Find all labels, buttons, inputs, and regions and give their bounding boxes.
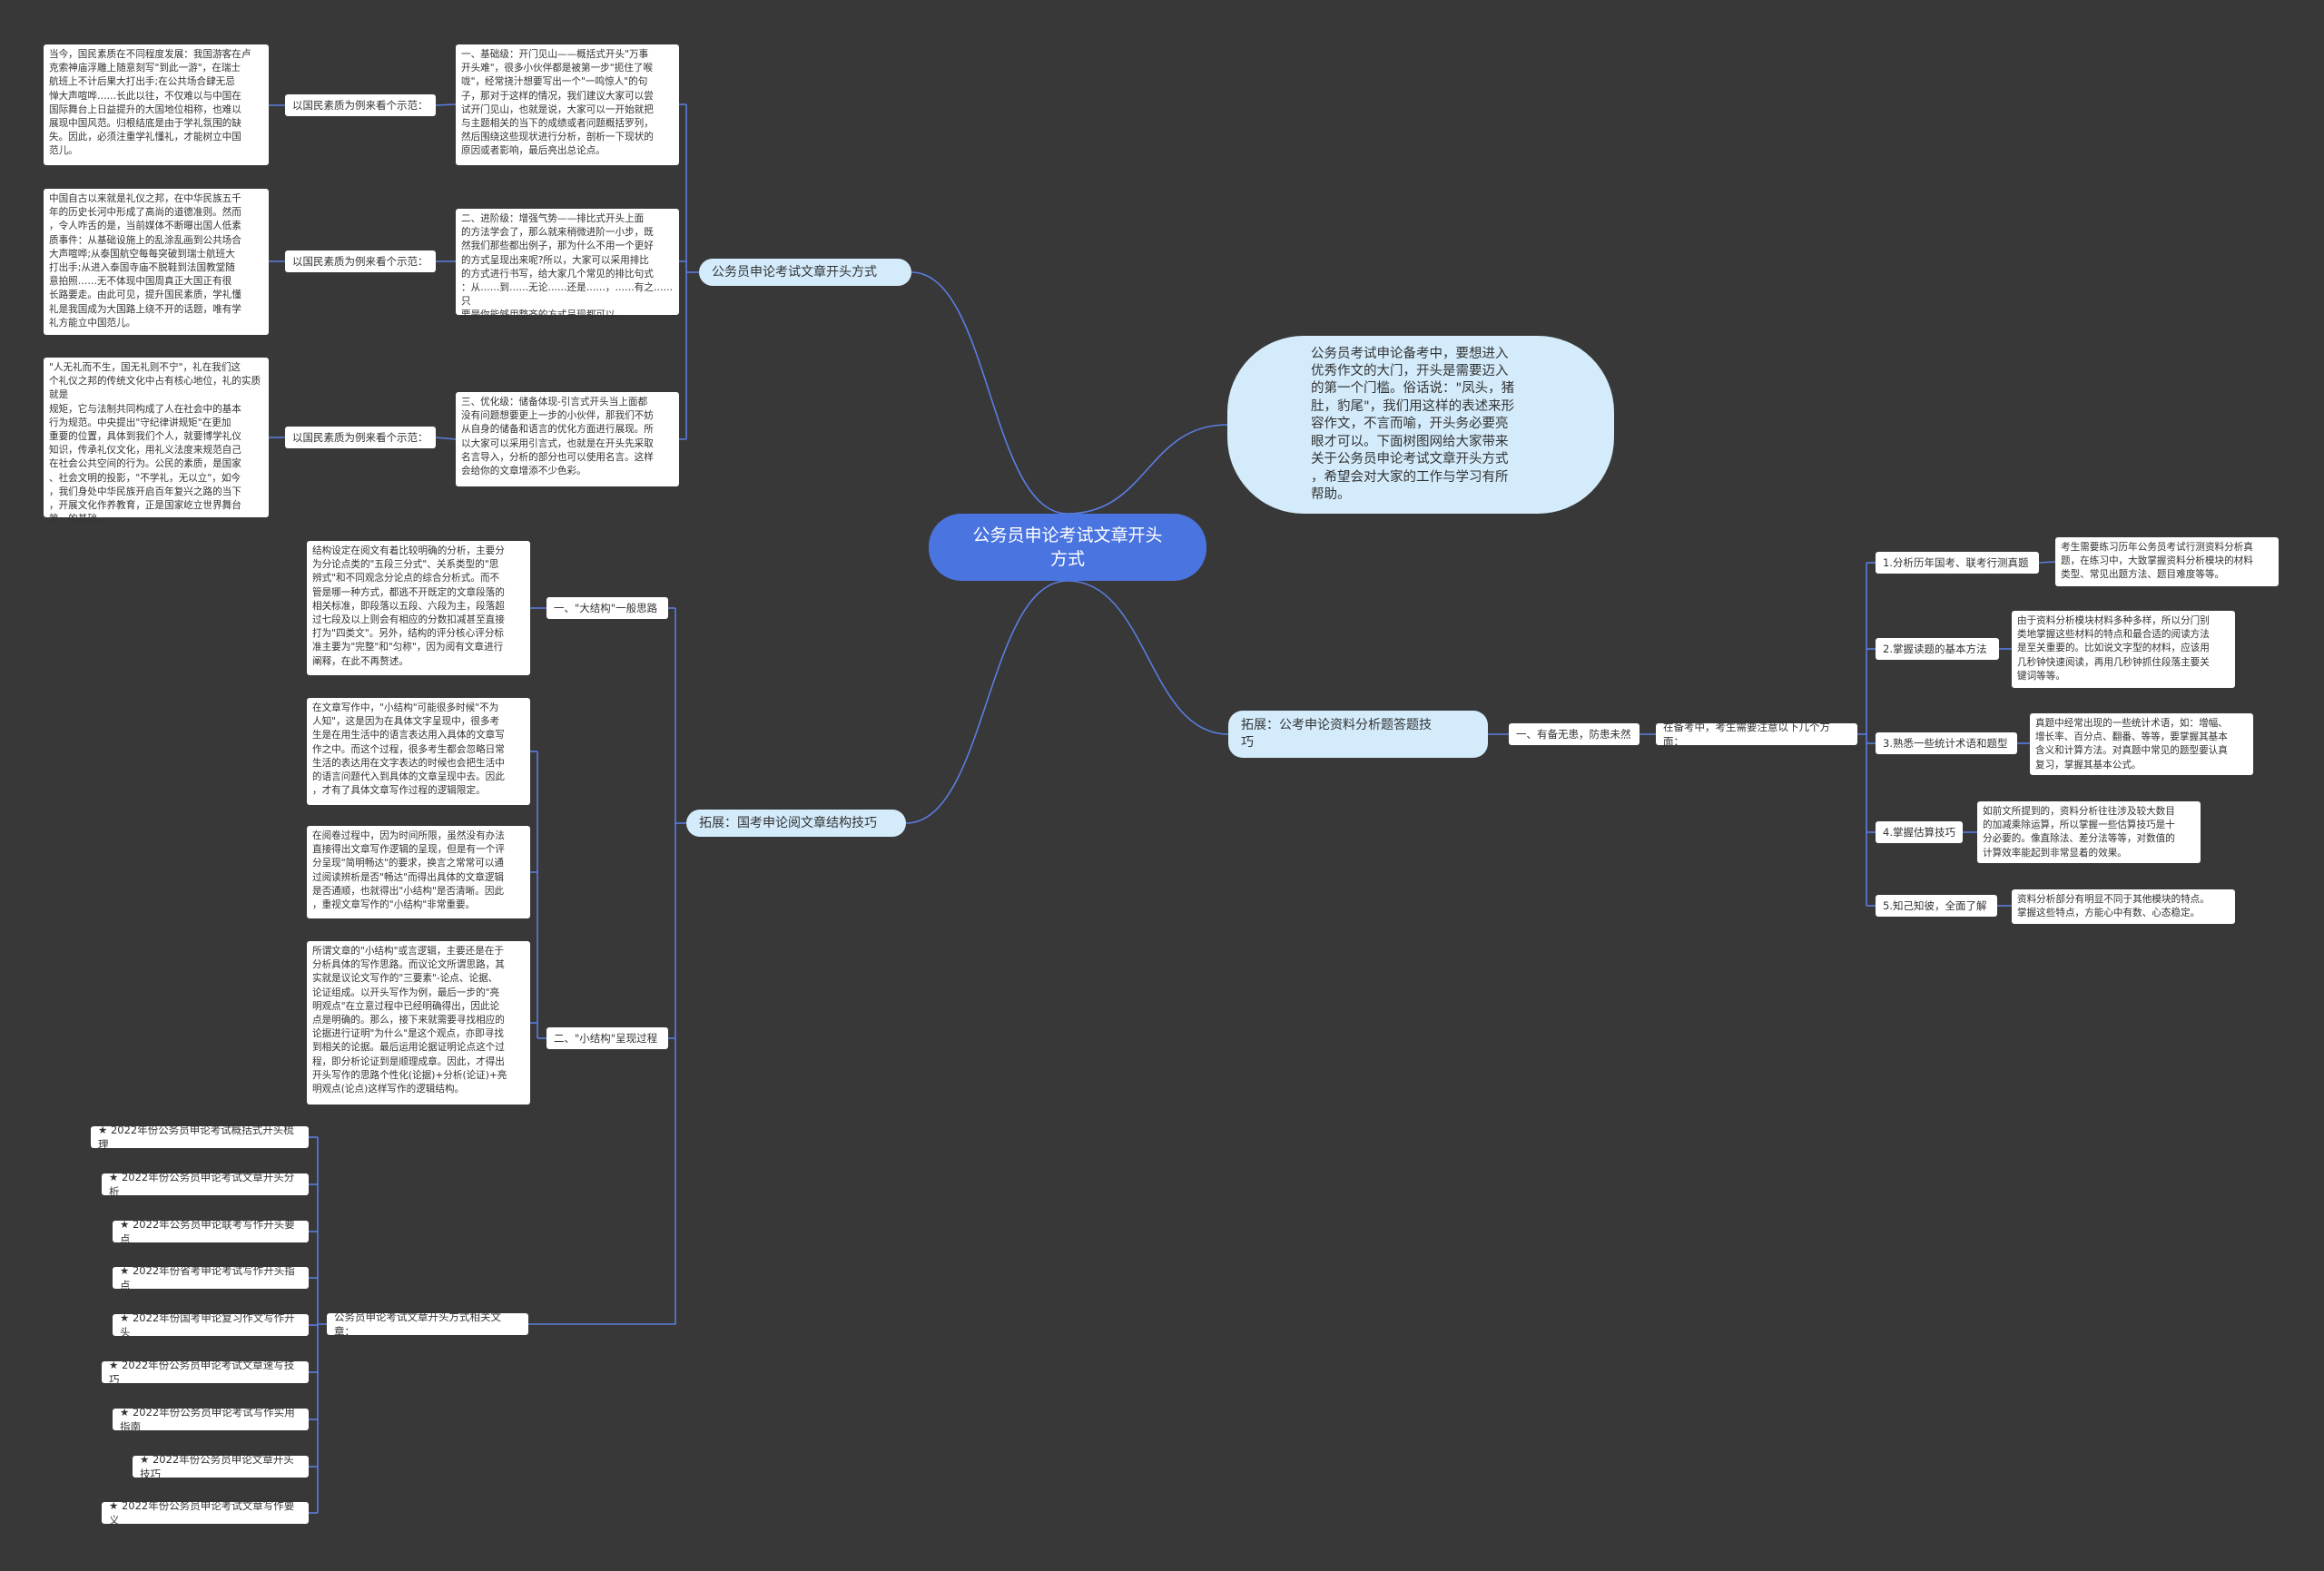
tip-detail-3-text: 真题中经常出现的一些统计术语，如：增幅、 增长率、百分点、翻番、等等，要掌握其基… bbox=[2035, 718, 2228, 771]
tip-label-1[interactable]: 1.分析历年国考、联考行测真题 bbox=[1876, 552, 2039, 574]
branch-structure[interactable]: 拓展：国考申论阅文章结构技巧 bbox=[686, 810, 906, 837]
related-link-6-text: ★ 2022年份公务员申论考试文章速写技巧 bbox=[109, 1359, 295, 1386]
related-link-8-text: ★ 2022年份公务员申论文章开头技巧 bbox=[140, 1453, 294, 1480]
connector-line-20 bbox=[528, 1038, 676, 1325]
related-link-5-text: ★ 2022年份国考申论复习作文写作开头 bbox=[120, 1311, 295, 1339]
tip-label-2[interactable]: 2.掌握读题的基本方法 bbox=[1876, 638, 1999, 660]
tip-detail-4-text: 如前文所提到的，资料分析往往涉及较大数目 的加减乘除运算，所以掌握一些估算技巧是… bbox=[1983, 806, 2175, 859]
small-structure-text-3: 所谓文章的"小结构"或言逻辑，主要还是在于 分析具体的写作思路。而议论文所谓思路… bbox=[312, 946, 507, 1095]
example-label-1[interactable]: 以国民素质为例来看个示范： bbox=[285, 94, 436, 116]
data-step-prepare[interactable]: 一、有备无患，防患未然 bbox=[1509, 723, 1640, 745]
related-link-9[interactable]: ★ 2022年份公务员申论考试文章写作要义 bbox=[102, 1499, 309, 1527]
group-small-structure-text: 二、"小结构"呈现过程 bbox=[554, 1032, 658, 1045]
tip-label-3-text: 3.熟悉一些统计术语和题型 bbox=[1883, 737, 2008, 750]
example-card-1-text: 当今，国民素质在不同程度发展：我国游客在卢 克索神庙浮雕上随意刻写"到此一游"，… bbox=[49, 49, 251, 157]
connector-line-4 bbox=[1067, 580, 1229, 735]
tip-label-4-text: 4.掌握估算技巧 bbox=[1883, 826, 1955, 839]
tip-detail-5-text: 资料分析部分有明显不同于其他模块的特点。 掌握这些特点，方能心中有数、心态稳定。 bbox=[2017, 894, 2210, 919]
related-link-5[interactable]: ★ 2022年份国考申论复习作文写作开头 bbox=[113, 1311, 309, 1339]
small-structure-card-1[interactable]: 在文章写作中，"小结构"可能很多时候"不为 人知"，这是因为在具体文字呈现中，很… bbox=[307, 698, 530, 805]
branch-data-analysis[interactable]: 拓展：公考申论资料分析题答题技 巧 bbox=[1228, 711, 1488, 758]
step-advanced-text: 二、进阶级：增强气势——排比式开头上面 的方法学会了，那么就来稍微进阶一小步，既… bbox=[461, 213, 674, 321]
related-link-2-text: ★ 2022年份公务员申论考试文章开头分析 bbox=[109, 1171, 295, 1198]
example-card-2-text: 中国自古以来就是礼仪之邦，在中华民族五千 年的历史长河中形成了高尚的道德准则。然… bbox=[49, 193, 241, 329]
step-basic-text: 一、基础级：开门见山——概括式开头"万事 开头难"，很多小伙伴都是被第一步"扼住… bbox=[461, 49, 654, 157]
group-small-structure[interactable]: 二、"小结构"呈现过程 bbox=[547, 1027, 668, 1049]
group-related-articles[interactable]: 公务员申论考试文章开头方式相关文章： bbox=[327, 1311, 528, 1338]
example-label-3-text: 以国民素质为例来看个示范： bbox=[292, 431, 428, 444]
branch-data-title: 拓展：公考申论资料分析题答题技 巧 bbox=[1241, 718, 1432, 750]
example-label-1-text: 以国民素质为例来看个示范： bbox=[292, 99, 428, 112]
data-step-aspects-text: 在备考中，考生需要注意以下几个方面： bbox=[1663, 721, 1830, 748]
step-optimized-card[interactable]: 三、优化级：储备体现-引言式开头当上面都 没有问题想要更上一步的小伙伴，那我们不… bbox=[456, 392, 679, 486]
tip-label-1-text: 1.分析历年国考、联考行测真题 bbox=[1883, 556, 2029, 569]
example-label-2-text: 以国民素质为例来看个示范： bbox=[292, 255, 428, 268]
related-link-6[interactable]: ★ 2022年份公务员申论考试文章速写技巧 bbox=[102, 1359, 309, 1386]
tip-label-3[interactable]: 3.熟悉一些统计术语和题型 bbox=[1876, 732, 2017, 754]
tip-detail-4[interactable]: 如前文所提到的，资料分析往往涉及较大数目 的加减乘除运算，所以掌握一些估算技巧是… bbox=[1977, 801, 2201, 863]
tip-detail-2[interactable]: 由于资料分析模块材料多种多样，所以分门别 类地掌握这些材料的特点和最合适的阅读方… bbox=[2012, 611, 2235, 688]
related-link-1[interactable]: ★ 2022年份公务员申论考试概括式开头梳理 bbox=[91, 1124, 309, 1151]
tip-detail-1[interactable]: 考生需要练习历年公务员考试行测资料分析真 题，在练习中，大致掌握资料分析模块的材… bbox=[2055, 537, 2279, 586]
step-optimized-text: 三、优化级：储备体现-引言式开头当上面都 没有问题想要更上一步的小伙伴，那我们不… bbox=[461, 397, 654, 477]
tip-label-4[interactable]: 4.掌握估算技巧 bbox=[1876, 821, 1963, 843]
group-related-articles-text: 公务员申论考试文章开头方式相关文章： bbox=[334, 1311, 501, 1338]
example-card-1[interactable]: 当今，国民素质在不同程度发展：我国游客在卢 克索神庙浮雕上随意刻写"到此一游"，… bbox=[44, 44, 269, 165]
connector-line-1 bbox=[911, 271, 1068, 515]
example-card-2[interactable]: 中国自古以来就是礼仪之邦，在中华民族五千 年的历史长河中形成了高尚的道德准则。然… bbox=[44, 189, 269, 335]
data-step-aspects[interactable]: 在备考中，考生需要注意以下几个方面： bbox=[1656, 721, 1857, 748]
big-structure-card[interactable]: 结构设定在阅文有着比较明确的分析，主要分 为分论点类的"五段三分式"、关系类型的… bbox=[307, 541, 530, 675]
related-link-8[interactable]: ★ 2022年份公务员申论文章开头技巧 bbox=[133, 1453, 309, 1480]
small-structure-card-3[interactable]: 所谓文章的"小结构"或言逻辑，主要还是在于 分析具体的写作思路。而议论文所谓思路… bbox=[307, 941, 530, 1105]
group-big-structure-text: 一、"大结构"一般思路 bbox=[554, 602, 658, 614]
small-structure-text-2: 在阅卷过程中，因为时间所限，虽然没有办法 直接得出文章写作逻辑的呈现，但是有一个… bbox=[312, 830, 505, 911]
step-advanced-card[interactable]: 二、进阶级：增强气势——排比式开头上面 的方法学会了，那么就来稍微进阶一小步，既… bbox=[456, 209, 679, 320]
connector-line-3 bbox=[1067, 424, 1228, 515]
branch-opening-methods[interactable]: 公务员申论考试文章开头方式 bbox=[699, 259, 911, 286]
related-link-7-text: ★ 2022年份公务员申论考试写作实用指南 bbox=[120, 1406, 295, 1433]
tip-detail-3[interactable]: 真题中经常出现的一些统计术语，如：增幅、 增长率、百分点、翻番、等等，要掌握其基… bbox=[2030, 713, 2253, 775]
root-title: 公务员申论考试文章开头 方式 bbox=[972, 525, 1163, 569]
tip-detail-1-text: 考生需要练习历年公务员考试行测资料分析真 题，在练习中，大致掌握资料分析模块的材… bbox=[2061, 542, 2253, 581]
related-link-3[interactable]: ★ 2022年公务员申论联考写作开头要点 bbox=[113, 1218, 309, 1245]
connector-line-47 bbox=[2038, 561, 2056, 564]
example-label-3[interactable]: 以国民素质为例来看个示范： bbox=[285, 427, 436, 448]
tip-label-5[interactable]: 5.知己知彼，全面了解 bbox=[1876, 895, 1997, 917]
connector-line-2 bbox=[905, 580, 1068, 824]
intro-bubble[interactable]: 公务员考试申论备考中，要想进入 优秀作文的大门，开头是需要迈入 的第一个门槛。俗… bbox=[1227, 336, 1614, 514]
connector-line-12 bbox=[435, 437, 457, 440]
tip-label-2-text: 2.掌握读题的基本方法 bbox=[1883, 643, 1987, 655]
related-link-2[interactable]: ★ 2022年份公务员申论考试文章开头分析 bbox=[102, 1171, 309, 1198]
example-label-2[interactable]: 以国民素质为例来看个示范： bbox=[285, 250, 436, 272]
related-link-7[interactable]: ★ 2022年份公务员申论考试写作实用指南 bbox=[113, 1406, 309, 1433]
data-step-prepare-text: 一、有备无患，防患未然 bbox=[1516, 728, 1631, 741]
group-big-structure[interactable]: 一、"大结构"一般思路 bbox=[547, 597, 668, 619]
connector-line-10 bbox=[435, 103, 457, 106]
related-link-1-text: ★ 2022年份公务员申论考试概括式开头梳理 bbox=[98, 1124, 294, 1151]
branch-structure-title: 拓展：国考申论阅文章结构技巧 bbox=[699, 815, 877, 830]
related-link-4[interactable]: ★ 2022年份省考申论考试写作开头指点 bbox=[113, 1264, 309, 1291]
related-link-4-text: ★ 2022年份省考申论考试写作开头指点 bbox=[120, 1264, 295, 1291]
small-structure-card-2[interactable]: 在阅卷过程中，因为时间所限，虽然没有办法 直接得出文章写作逻辑的呈现，但是有一个… bbox=[307, 826, 530, 918]
tip-label-5-text: 5.知己知彼，全面了解 bbox=[1883, 899, 1987, 912]
small-structure-text-1: 在文章写作中，"小结构"可能很多时候"不为 人知"，这是因为在具体文字呈现中，很… bbox=[312, 702, 505, 797]
step-basic-card[interactable]: 一、基础级：开门见山——概括式开头"万事 开头难"，很多小伙伴都是被第一步"扼住… bbox=[456, 44, 679, 165]
big-structure-text: 结构设定在阅文有着比较明确的分析，主要分 为分论点类的"五段三分式"、关系类型的… bbox=[312, 545, 505, 667]
branch-opening-title: 公务员申论考试文章开头方式 bbox=[712, 264, 877, 280]
example-card-3-text: "人无礼而不生，国无礼则不宁"，礼在我们这 个礼仪之邦的传统文化中占有核心地位，… bbox=[49, 362, 261, 525]
tip-detail-2-text: 由于资料分析模块材料多种多样，所以分门别 类地掌握这些材料的特点和最合适的阅读方… bbox=[2017, 615, 2210, 682]
example-card-3[interactable]: "人无礼而不生，国无礼则不宁"，礼在我们这 个礼仪之邦的传统文化中占有核心地位，… bbox=[44, 358, 269, 525]
root-topic[interactable]: 公务员申论考试文章开头 方式 bbox=[929, 514, 1206, 581]
related-link-3-text: ★ 2022年公务员申论联考写作开头要点 bbox=[120, 1218, 295, 1245]
related-link-9-text: ★ 2022年份公务员申论考试文章写作要义 bbox=[109, 1499, 295, 1527]
tip-detail-5[interactable]: 资料分析部分有明显不同于其他模块的特点。 掌握这些特点，方能心中有数、心态稳定。 bbox=[2012, 889, 2235, 924]
intro-text: 公务员考试申论备考中，要想进入 优秀作文的大门，开头是需要迈入 的第一个门槛。俗… bbox=[1311, 346, 1515, 502]
